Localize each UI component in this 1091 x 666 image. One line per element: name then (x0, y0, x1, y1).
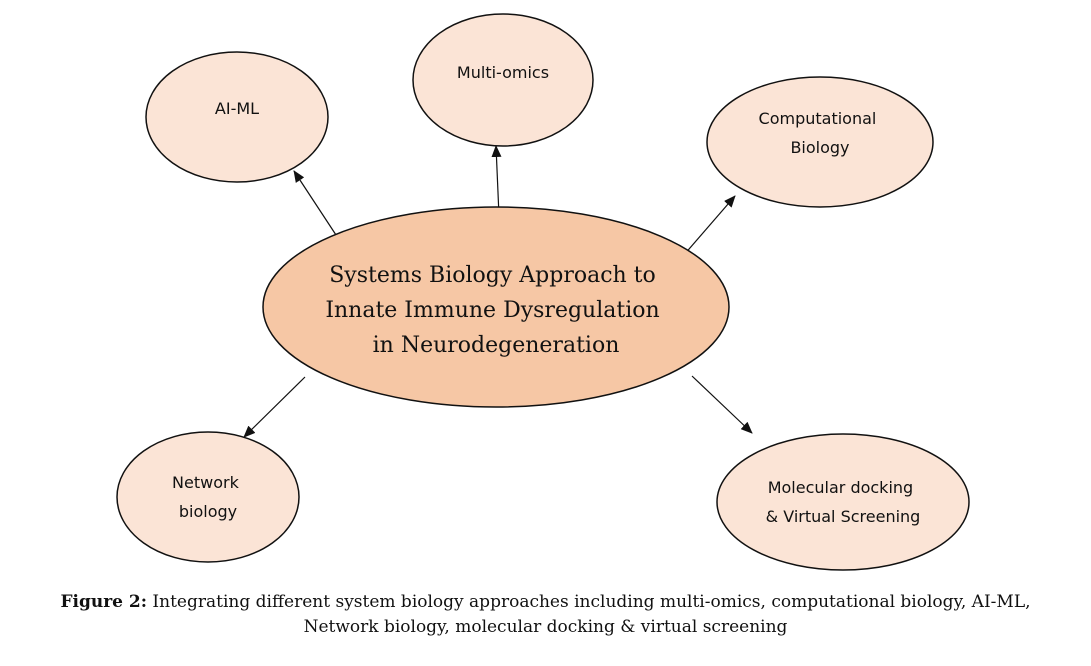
figure-caption-text-line2: Network biology, molecular docking & vir… (303, 617, 788, 637)
svg-text:Molecular docking & Virt: Molecular docking & Virtual Screening (766, 478, 921, 526)
connector-arrows (243, 145, 753, 438)
systems-biology-diagram: AI-ML Multi-omics Computational Biology … (116, 13, 970, 571)
svg-text:Multi-omics: Multi-omics (457, 63, 549, 82)
arrow-to-ai-ml (293, 170, 339, 239)
node-network-biology: Network biology (116, 431, 300, 563)
arrow-to-molecular-docking (691, 375, 753, 434)
node-ai-ml-ellipse (145, 51, 329, 183)
center-node-label-line3: in Neurodegeneration (373, 333, 620, 358)
node-multi-omics-ellipse (412, 13, 594, 147)
figure-caption: Figure 2: Integrating different system b… (0, 590, 1091, 640)
node-computational-biology-label-line2: Biology (790, 138, 849, 157)
svg-text:Computational Biology: Computational Biology (759, 109, 882, 157)
figure-caption-line1: Figure 2: Integrating different system b… (0, 590, 1091, 615)
node-multi-omics-label: Multi-omics (457, 63, 549, 82)
center-node: Systems Biology Approach to Innate Immun… (262, 206, 730, 408)
figure-caption-text-line1: Integrating different system biology app… (147, 592, 1031, 612)
node-multi-omics: Multi-omics (412, 13, 594, 147)
figure-caption-label: Figure 2: (60, 592, 148, 612)
node-molecular-docking-label-line2: & Virtual Screening (766, 507, 921, 526)
node-molecular-docking-label-line1: Molecular docking (768, 478, 913, 497)
node-molecular-docking-ellipse (716, 433, 970, 571)
arrow-to-computational-biology (682, 195, 736, 257)
center-node-ellipse (262, 206, 730, 408)
svg-text:AI-ML: AI-ML (215, 99, 259, 118)
node-computational-biology: Computational Biology (706, 76, 934, 208)
arrow-to-multi-omics (491, 145, 502, 217)
svg-text:Network biology: Network biology (172, 473, 244, 521)
node-computational-biology-label-line1: Computational (759, 109, 877, 128)
node-network-biology-label-line2: biology (179, 502, 237, 521)
node-network-biology-label-line1: Network (172, 473, 240, 492)
center-node-label-line2: Innate Immune Dysregulation (325, 298, 659, 323)
node-computational-biology-ellipse (706, 76, 934, 208)
arrow-to-network-biology (243, 376, 306, 438)
node-network-biology-ellipse (116, 431, 300, 563)
node-ai-ml: AI-ML (145, 51, 329, 183)
node-ai-ml-label: AI-ML (215, 99, 259, 118)
svg-text:Systems Biology Approach to: Systems Biology Approach to Innate Immun… (325, 263, 666, 358)
center-node-label-line1: Systems Biology Approach to (329, 263, 656, 288)
node-molecular-docking: Molecular docking & Virtual Screening (716, 433, 970, 571)
